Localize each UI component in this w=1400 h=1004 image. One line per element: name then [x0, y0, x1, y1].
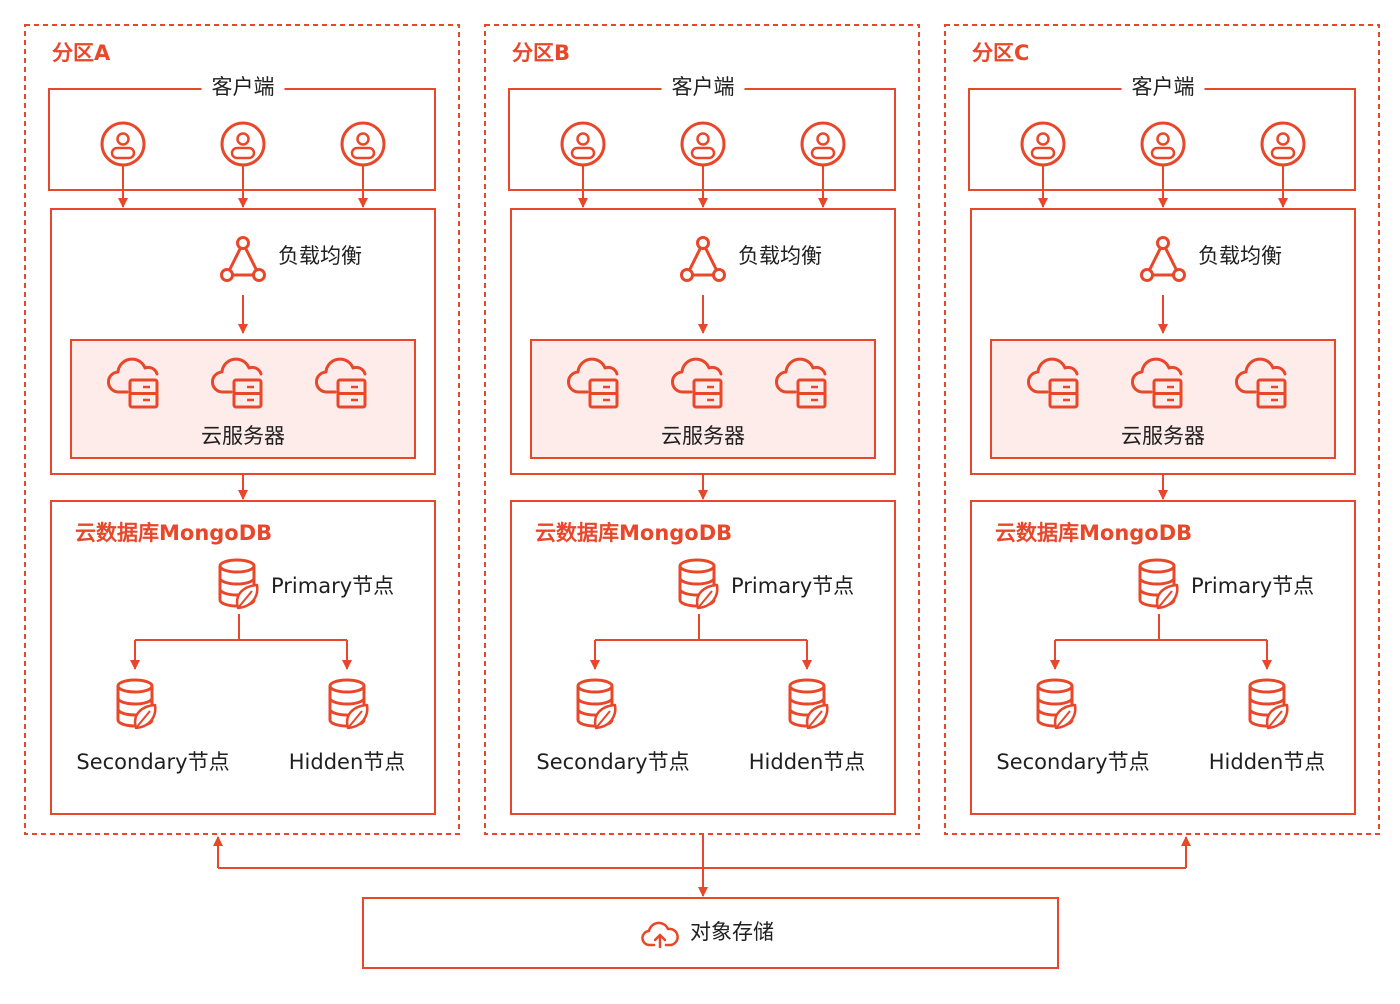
client-title: 客户端 [1121, 77, 1205, 98]
secondary-node-label: Secondary节点 [996, 750, 1150, 774]
user-icon [680, 121, 726, 167]
load-balancer-label: 负载均衡 [1198, 244, 1282, 268]
user-icon [1140, 121, 1186, 167]
load-balancer-icon [220, 236, 266, 282]
user-icon [340, 121, 386, 167]
server-label: 云服务器 [661, 424, 745, 448]
user-icon [1260, 121, 1306, 167]
zone-title: 分区A [52, 41, 111, 65]
hidden-db-icon [1248, 678, 1289, 730]
cloud-server-icon [315, 357, 367, 409]
load-balancer-icon [680, 236, 726, 282]
db-title: 云数据库MongoDB [535, 521, 733, 545]
db-box [970, 500, 1356, 815]
user-icon [1020, 121, 1066, 167]
secondary-db-icon [1036, 678, 1077, 730]
cloud-server-icon [567, 357, 619, 409]
load-balancer-label: 负载均衡 [278, 244, 362, 268]
cloud-server-icon [671, 357, 723, 409]
cloud-server-icon [107, 357, 159, 409]
server-label: 云服务器 [201, 424, 285, 448]
cloud-upload-icon [641, 921, 679, 949]
cloud-server-icon [1131, 357, 1183, 409]
cloud-server-icon [211, 357, 263, 409]
object-storage-box [362, 897, 1059, 969]
load-balancer-icon [1140, 236, 1186, 282]
hidden-db-icon [328, 678, 369, 730]
db-title: 云数据库MongoDB [995, 521, 1193, 545]
secondary-db-icon [576, 678, 617, 730]
hidden-db-icon [788, 678, 829, 730]
primary-node-label: Primary节点 [731, 574, 855, 598]
user-icon [100, 121, 146, 167]
db-box [50, 500, 436, 815]
server-label: 云服务器 [1121, 424, 1205, 448]
db-box [510, 500, 896, 815]
zone-border [24, 24, 460, 835]
primary-db-icon [218, 558, 259, 610]
secondary-db-icon [116, 678, 157, 730]
object-storage-label: 对象存储 [690, 920, 774, 944]
client-title: 客户端 [661, 77, 745, 98]
secondary-node-label: Secondary节点 [536, 750, 690, 774]
user-icon [800, 121, 846, 167]
db-title: 云数据库MongoDB [75, 521, 273, 545]
cloud-server-icon [1027, 357, 1079, 409]
client-title: 客户端 [201, 77, 285, 98]
primary-node-label: Primary节点 [271, 574, 395, 598]
zone-title: 分区C [972, 41, 1030, 65]
user-icon [560, 121, 606, 167]
cloud-server-icon [1235, 357, 1287, 409]
zone-border [944, 24, 1380, 835]
secondary-node-label: Secondary节点 [76, 750, 230, 774]
zone-title: 分区B [512, 41, 571, 65]
hidden-node-label: Hidden节点 [288, 750, 406, 774]
hidden-node-label: Hidden节点 [748, 750, 866, 774]
hidden-node-label: Hidden节点 [1208, 750, 1326, 774]
primary-db-icon [1138, 558, 1179, 610]
load-balancer-label: 负载均衡 [738, 244, 822, 268]
primary-node-label: Primary节点 [1191, 574, 1315, 598]
primary-db-icon [678, 558, 719, 610]
cloud-server-icon [775, 357, 827, 409]
user-icon [220, 121, 266, 167]
